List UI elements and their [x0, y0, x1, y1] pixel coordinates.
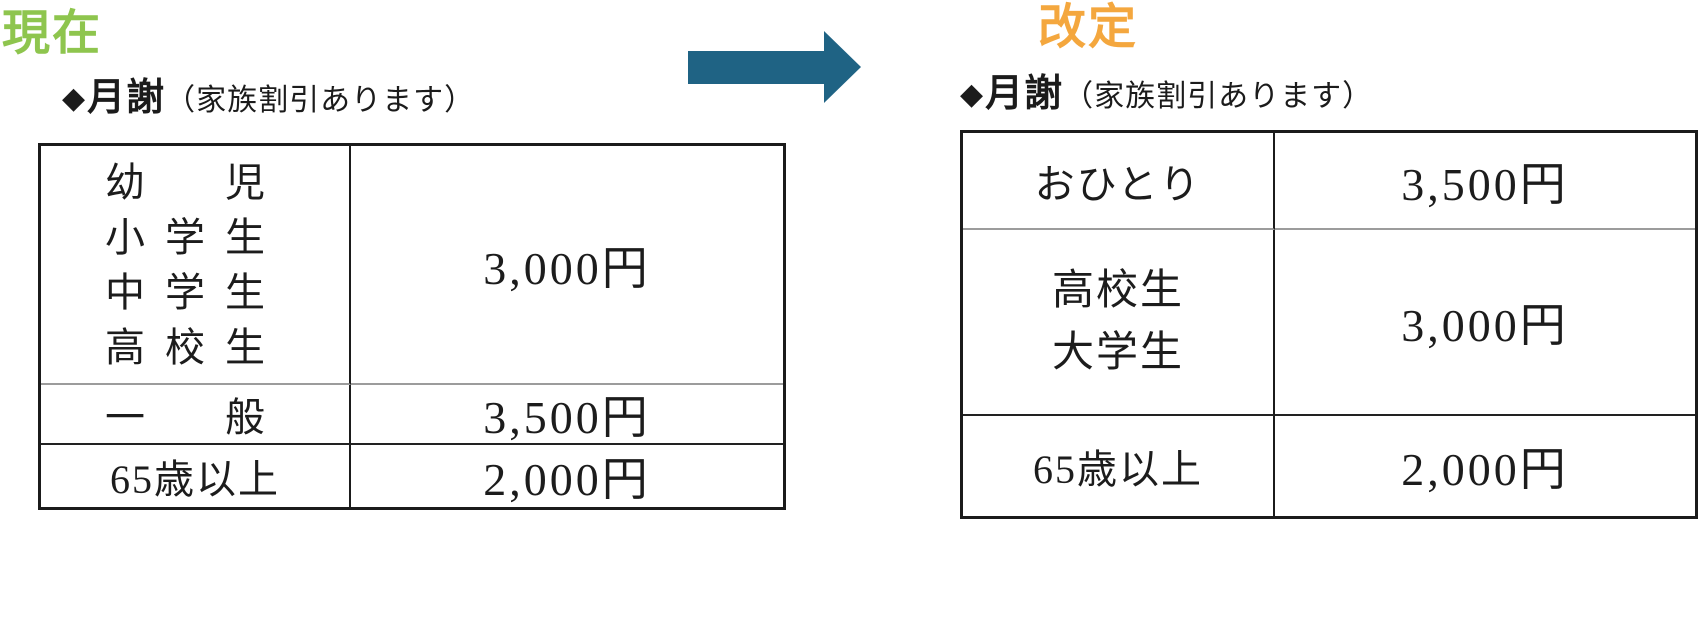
current-row1-price-cell: 3,000円	[351, 146, 783, 385]
revised-price-table: おひとり 3,500円 高校生 大学生 3,000円 65歳以上 2,000円	[960, 130, 1698, 519]
current-row2-price-cell: 3,500円	[351, 385, 783, 445]
current-row3-category: 65歳以上	[110, 457, 280, 502]
current-title: 現在	[2, 7, 103, 60]
current-row3-category-cell: 65歳以上	[41, 445, 351, 507]
revised-fee-header: ◆ 月謝 （家族割引あります）	[960, 62, 1373, 117]
revised-row2-price: 3,000円	[1401, 300, 1569, 351]
current-fee-header: ◆ 月謝 （家族割引あります）	[62, 66, 475, 121]
revised-row3-category: 65歳以上	[1033, 447, 1203, 492]
diamond-icon: ◆	[960, 78, 984, 111]
current-row2-category-cell: 一 般	[41, 385, 351, 445]
diamond-icon: ◆	[62, 82, 86, 115]
revised-row1-category-cell: おひとり	[963, 133, 1275, 230]
revised-row1-price: 3,500円	[1401, 158, 1569, 210]
current-row1-price: 3,000円	[483, 242, 651, 294]
current-row3-price: 2,000円	[483, 454, 651, 505]
current-row1-category: 幼 児 小学生 中学生 高校生	[105, 159, 285, 370]
current-row2-category: 一 般	[105, 395, 285, 440]
revised-fee-note: （家族割引あります）	[1063, 80, 1374, 113]
arrow-body	[688, 51, 825, 84]
current-row2-price: 3,500円	[483, 392, 651, 443]
revised-row2-category-cell: 高校生 大学生	[963, 230, 1275, 416]
revised-row2-category: 高校生 大学生	[1051, 268, 1184, 376]
arrow-head	[824, 31, 861, 103]
revised-title: 改定	[1038, 1, 1139, 54]
revised-row3-category-cell: 65歳以上	[963, 416, 1275, 516]
current-fee-note: （家族割引あります）	[165, 84, 476, 117]
current-fee-label: 月謝	[87, 77, 166, 119]
revised-row1-category: おひとり	[1034, 161, 1202, 207]
current-row1-category-cell: 幼 児 小学生 中学生 高校生	[41, 146, 351, 385]
revised-row2-price-cell: 3,000円	[1275, 230, 1695, 416]
revised-row3-price-cell: 2,000円	[1275, 416, 1695, 516]
current-row3-price-cell: 2,000円	[351, 445, 783, 507]
current-price-table: 幼 児 小学生 中学生 高校生 3,000円 一 般 3,500円 65歳以上 …	[38, 143, 786, 510]
revised-fee-label: 月謝	[985, 73, 1064, 115]
revised-row3-price: 2,000円	[1401, 444, 1569, 495]
revised-row1-price-cell: 3,500円	[1275, 133, 1695, 230]
right-arrow-icon	[688, 31, 861, 103]
